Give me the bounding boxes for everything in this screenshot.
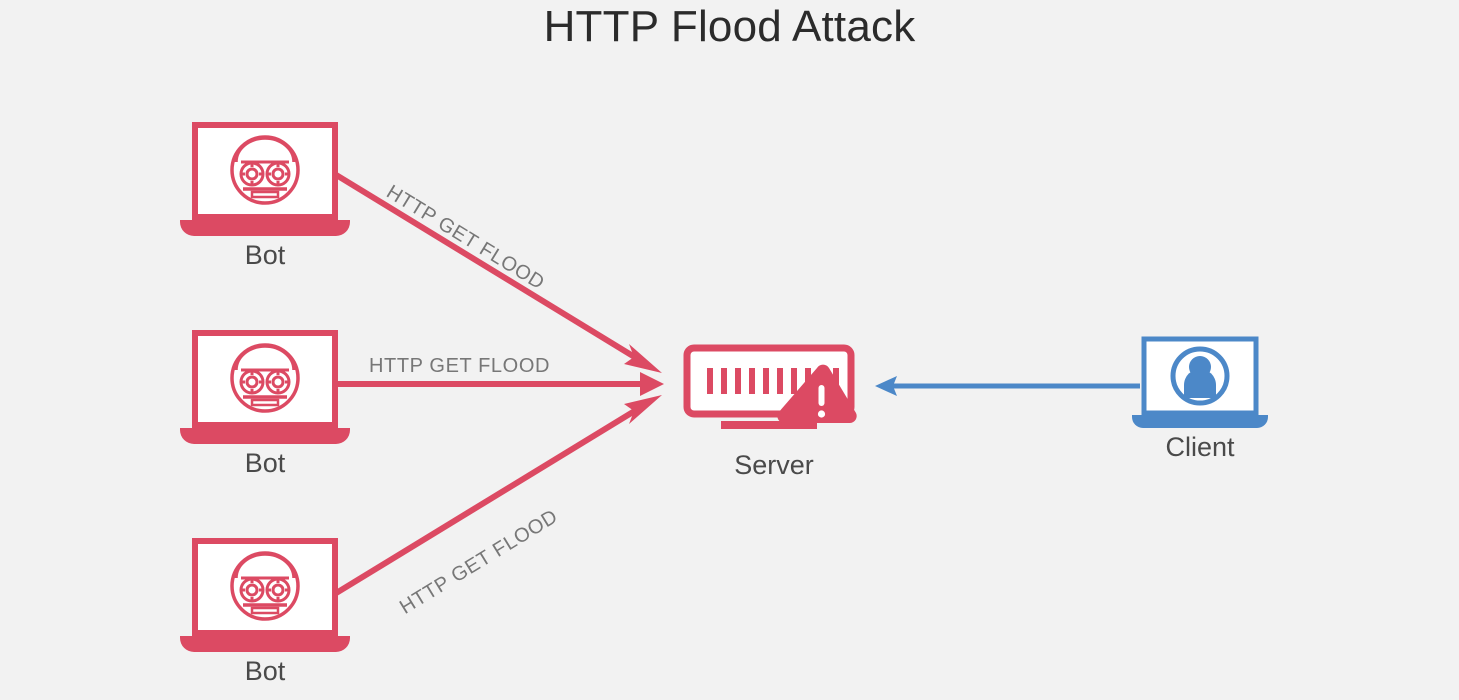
edge-bot-middle-server [333, 372, 664, 396]
warning-exclamation-dot [817, 410, 826, 418]
edge-line [331, 170, 648, 367]
node-label-bot-top: Bot [244, 240, 286, 270]
node-bot-top[interactable]: Bot [180, 122, 350, 270]
arrowhead-icon [875, 376, 897, 396]
bot-laptop-icon [180, 330, 350, 444]
warning-exclamation-bar [818, 385, 825, 406]
server-base-bar [721, 421, 817, 429]
bot-eye-left [239, 161, 265, 187]
client-laptop-icon [1132, 336, 1268, 428]
laptop-base [180, 220, 350, 236]
arrowhead-icon [624, 344, 662, 373]
server-warning-icon [683, 344, 857, 429]
edge-client-server [875, 376, 1140, 396]
person-avatar-icon [1170, 346, 1230, 406]
laptop-base [180, 428, 350, 444]
bot-eye-left [239, 369, 265, 395]
edge-bot-bottom-server [331, 395, 662, 598]
edge-label-bot-middle: HTTP GET FLOOD [369, 355, 551, 377]
warning-triangle-icon [777, 364, 857, 423]
bot-face-icon [230, 135, 300, 205]
bot-face-icon [230, 551, 300, 621]
node-bot-bottom[interactable]: Bot [180, 538, 350, 686]
arrowhead-icon [640, 372, 664, 396]
bot-eye-right [265, 577, 291, 603]
laptop-base [180, 636, 350, 652]
node-bot-middle[interactable]: Bot [180, 330, 350, 478]
bot-eye-left [239, 577, 265, 603]
bot-face-icon [230, 343, 300, 413]
bot-laptop-icon [180, 122, 350, 236]
bot-eye-right [265, 369, 291, 395]
laptop-base [1132, 415, 1268, 428]
node-server[interactable]: Server [683, 344, 859, 480]
bot-laptop-icon [180, 538, 350, 652]
node-client[interactable]: Client [1132, 336, 1268, 462]
node-label-bot-bottom: Bot [244, 656, 286, 686]
edge-bot-top-server [331, 170, 662, 373]
node-label-server: Server [734, 450, 814, 480]
node-label-client: Client [1165, 432, 1235, 462]
node-label-bot-middle: Bot [244, 448, 286, 478]
arrowhead-icon [624, 395, 662, 424]
bot-eye-right [265, 161, 291, 187]
page-title: HTTP Flood Attack [543, 2, 916, 51]
edge-line [331, 401, 648, 598]
